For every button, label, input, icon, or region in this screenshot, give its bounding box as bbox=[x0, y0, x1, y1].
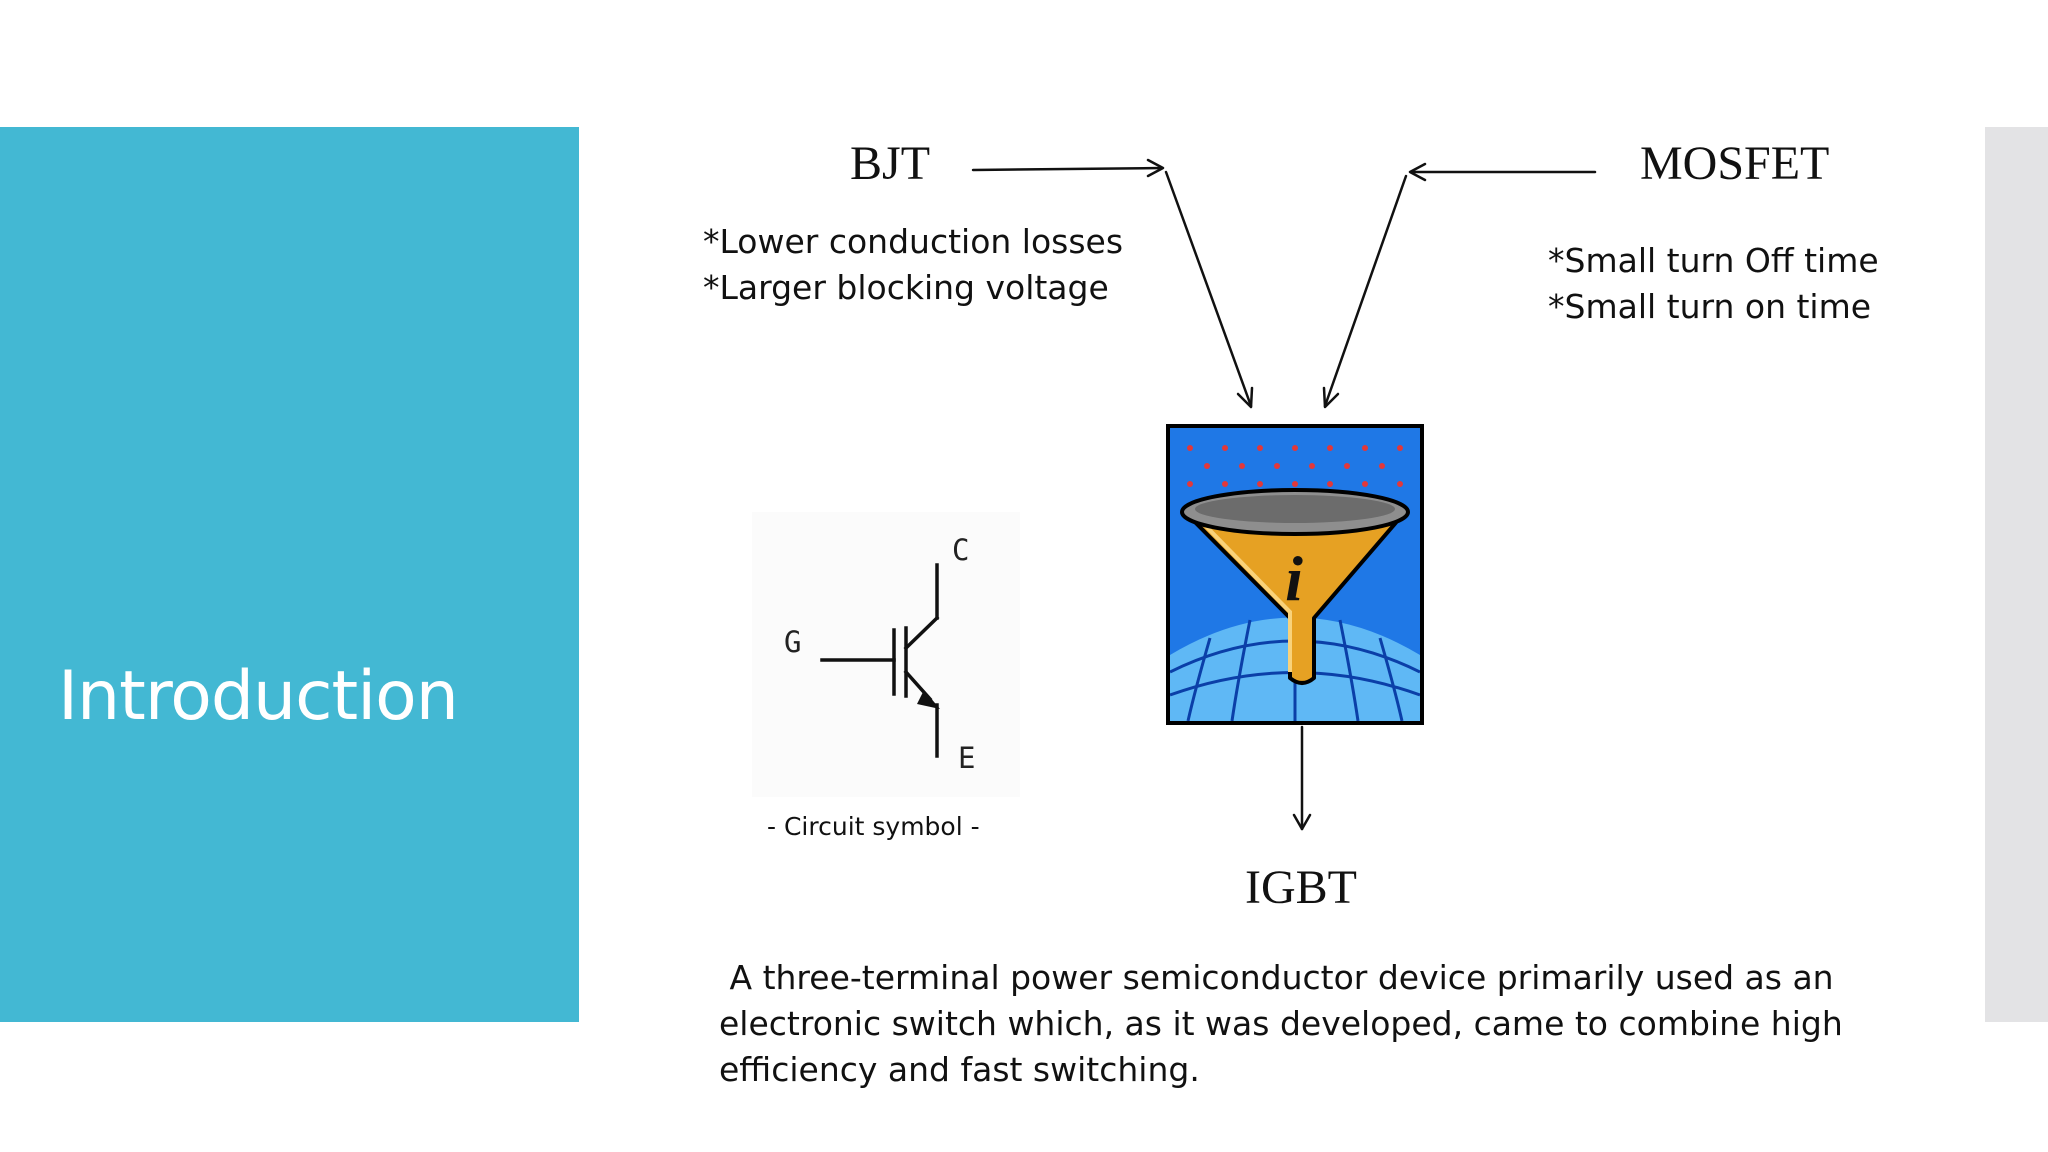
bjt-label: BJT bbox=[850, 137, 931, 190]
igbt-circuit-symbol: C G E bbox=[752, 512, 1020, 797]
collector-label: C bbox=[952, 533, 969, 567]
funnel-to-igbt-arrow bbox=[1292, 725, 1312, 831]
bjt-advantages: *Lower conduction losses *Larger blockin… bbox=[703, 219, 1123, 311]
mosfet-label: MOSFET bbox=[1640, 137, 1830, 190]
bjt-to-funnel-arrow bbox=[971, 158, 1254, 409]
mosfet-advantage-item: *Small turn on time bbox=[1548, 287, 1872, 326]
bjt-advantage-item: *Lower conduction losses bbox=[703, 222, 1124, 261]
gate-label: G bbox=[784, 625, 801, 659]
circuit-symbol-caption: - Circuit symbol - bbox=[767, 812, 980, 841]
side-strip bbox=[1985, 127, 2048, 1022]
info-glyph: i bbox=[1285, 543, 1303, 614]
emitter-label: E bbox=[958, 741, 975, 775]
funnel-info-icon: i bbox=[1166, 424, 1424, 725]
title-panel: Introduction bbox=[0, 127, 579, 1022]
mosfet-to-funnel-arrow bbox=[1322, 162, 1597, 409]
bjt-advantage-item: *Larger blocking voltage bbox=[703, 268, 1109, 307]
mosfet-advantage-item: *Small turn Off time bbox=[1548, 241, 1879, 280]
slide-title: Introduction bbox=[58, 657, 459, 736]
mosfet-advantages: *Small turn Off time *Small turn on time bbox=[1548, 238, 1879, 330]
igbt-label: IGBT bbox=[1245, 861, 1357, 914]
igbt-description: A three-terminal power semiconductor dev… bbox=[719, 958, 1854, 1089]
